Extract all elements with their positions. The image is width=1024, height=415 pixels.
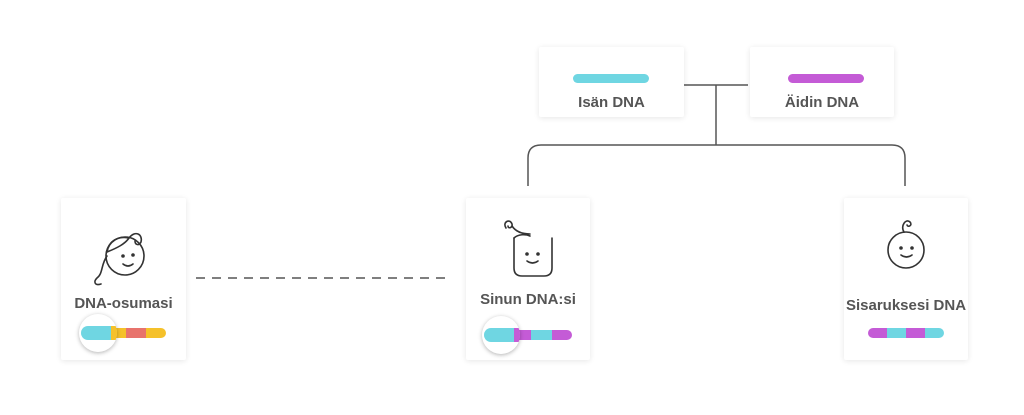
chromosome-segment	[925, 328, 944, 338]
chromosome-segment	[531, 330, 552, 340]
magnified-segment-bar	[81, 326, 117, 340]
father-dna-card: Isän DNA	[539, 47, 684, 117]
your-dna-label: Sinun DNA:si	[480, 291, 576, 308]
magnified-segment-bar	[484, 328, 520, 342]
dna-match-magnifier-icon	[79, 314, 117, 352]
girl-face-icon	[94, 232, 145, 286]
toddler-face-icon	[504, 220, 553, 277]
sibling-bracket-line	[527, 144, 906, 186]
mother-dna-label: Äidin DNA	[784, 94, 860, 111]
chromosome-segment	[868, 328, 887, 338]
chromosome-segment	[510, 330, 531, 340]
sibling-dna-chromosome	[868, 328, 944, 338]
magnified-segment	[81, 326, 111, 340]
dna-match-label: DNA-osumasi	[74, 295, 173, 312]
your-dna-magnifier-icon	[482, 316, 520, 354]
sibling-dna-label: Sisaruksesi DNA	[845, 297, 967, 314]
dna-match-card: DNA-osumasi	[61, 198, 186, 360]
magnified-segment	[111, 326, 117, 340]
chromosome-segment	[126, 328, 146, 338]
father-dna-bar	[573, 74, 649, 83]
baby-face-icon	[887, 220, 925, 269]
mother-dna-card: Äidin DNA	[750, 47, 894, 117]
chromosome-segment	[887, 328, 906, 338]
father-dna-label: Isän DNA	[578, 94, 645, 111]
magnified-segment	[484, 328, 514, 342]
chromosome-segment	[146, 328, 166, 338]
sibling-dna-card: Sisaruksesi DNA	[844, 198, 968, 360]
magnified-segment	[514, 328, 520, 342]
chromosome-segment	[551, 330, 572, 340]
mother-dna-bar	[788, 74, 864, 83]
chromosome-segment	[906, 328, 925, 338]
your-dna-card: Sinun DNA:si	[466, 198, 590, 360]
